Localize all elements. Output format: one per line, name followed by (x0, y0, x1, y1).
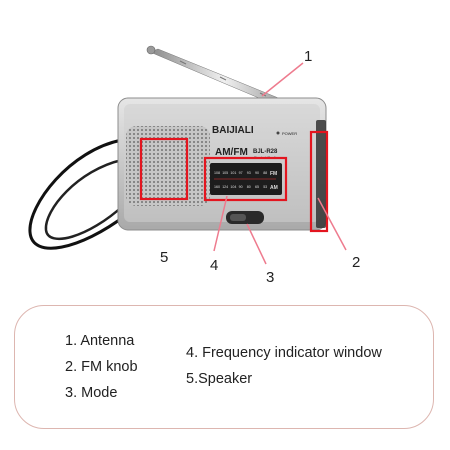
model-label: BJL-R28 (253, 149, 278, 155)
am-scale-label-2: 104 (230, 185, 236, 189)
legend-item-speaker: 5.Speaker (186, 371, 253, 387)
legend-item-frequency-window: 4. Frequency indicator window (186, 345, 382, 361)
speaker-highlight-box (139, 137, 189, 201)
fm-scale-label-5: 90 (255, 171, 259, 175)
fm-scale-label-1: 105 (222, 171, 228, 175)
frequency-window-leader-line (213, 195, 228, 252)
mode-switch (226, 211, 264, 224)
fm-scale-label-3: 97 (239, 171, 243, 175)
am-band-label: AM (270, 185, 278, 191)
band-label: AM/FM (215, 147, 248, 158)
am-scale-label-0: 160 (214, 185, 220, 189)
power-indicator: POWER (276, 131, 297, 136)
fm-scale-label-4: 93 (247, 171, 251, 175)
antenna-leader-line (261, 62, 304, 97)
callout-1: 1 (304, 48, 312, 65)
legend-panel: 1. Antenna 2. FM knob 3. Mode 4. Frequen… (14, 305, 434, 429)
frequency-window-highlight-box (203, 156, 288, 202)
radio-diagram: BAIJIALI AM/FM BJL-R28 Pocket Radio POWE… (28, 45, 360, 286)
fm-knob-highlight-box (309, 130, 329, 233)
legend-item-fm-knob: 2. FM knob (65, 359, 138, 375)
brand-label: BAIJIALI (212, 125, 254, 136)
am-scale-label-4: 80 (247, 185, 251, 189)
am-scale-label-3: 90 (239, 185, 243, 189)
fm-scale-label-2: 101 (230, 171, 236, 175)
am-scale-label-1: 124 (222, 185, 228, 189)
am-scale-label-5: 65 (255, 185, 259, 189)
callout-4: 4 (210, 257, 218, 274)
speaker-grille (126, 126, 210, 206)
callout-5: 5 (160, 249, 168, 266)
legend-item-mode: 3. Mode (65, 385, 118, 401)
fm-scale-label-0: 108 (214, 171, 220, 175)
power-label: POWER (282, 131, 297, 136)
fm-band-label: FM (270, 171, 277, 177)
callout-3: 3 (266, 269, 274, 286)
legend-item-antenna: 1. Antenna (65, 333, 135, 349)
am-scale-label-6: 53 (263, 185, 267, 189)
wrist-strap (28, 138, 128, 250)
fm-scale-label-6: 88 (263, 171, 267, 175)
mode-leader-line (246, 223, 267, 265)
callout-2: 2 (352, 254, 360, 271)
fm-knob-leader-line (317, 197, 347, 251)
